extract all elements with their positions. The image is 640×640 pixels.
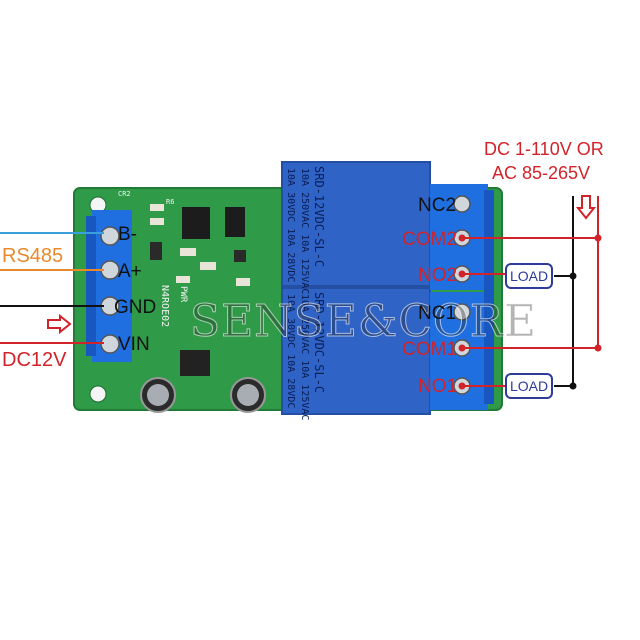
- relay-1: [281, 287, 431, 415]
- watermark: SENSE&CORE: [189, 296, 538, 348]
- power-input-arrow: [47, 313, 72, 335]
- pin-vin: VIN: [118, 334, 150, 355]
- left-screws: [100, 226, 120, 354]
- pin-a-plus: A+: [118, 261, 142, 282]
- dc12v-label: DC12V: [2, 349, 67, 371]
- pin-no1: NO1: [418, 376, 458, 397]
- supply-input-arrow: [575, 195, 597, 220]
- ic-chip-2: [225, 207, 245, 237]
- screw-nc1: [453, 303, 471, 321]
- load-box-2: LOAD: [505, 263, 553, 289]
- screw-nc2: [453, 195, 471, 213]
- smd-components: [150, 204, 250, 286]
- silk-board-code: N4ROE02: [159, 285, 170, 328]
- relay-2-rating-1: 10A 250VAC 10A 125VAC: [299, 168, 310, 295]
- mounting-hole: [89, 385, 107, 403]
- relay-2-model: SRD-12VDC-SL-C: [312, 166, 326, 268]
- silk-pwr: PWR: [178, 286, 188, 303]
- relay-2: [281, 161, 431, 287]
- relay-2-rating-2: 10A 30VDC 10A 28VDC: [285, 168, 296, 283]
- pin-com1: COM1: [402, 339, 457, 360]
- pin-b-minus: B-: [118, 224, 137, 245]
- pin-no2: NO2: [418, 265, 458, 286]
- load-box-1: LOAD: [505, 373, 553, 399]
- pin-nc1: NC1: [418, 303, 457, 324]
- pin-gnd: GND: [114, 297, 157, 318]
- silk-cr2: CR2: [118, 190, 131, 198]
- pin-nc2: NC2: [418, 195, 457, 216]
- supply-label-line1: DC 1-110V OR: [484, 139, 604, 159]
- pin-com2: COM2: [402, 229, 457, 250]
- ic-chip: [182, 207, 210, 239]
- capacitor-1-top: [147, 384, 169, 406]
- screw-b: [100, 226, 120, 246]
- supply-label-line2: AC 85-265V: [492, 163, 591, 183]
- regulator-chip: [180, 350, 210, 376]
- rs485-label: RS485: [2, 245, 64, 267]
- capacitor-2-top: [237, 384, 259, 406]
- silk-r6: R6: [166, 198, 175, 206]
